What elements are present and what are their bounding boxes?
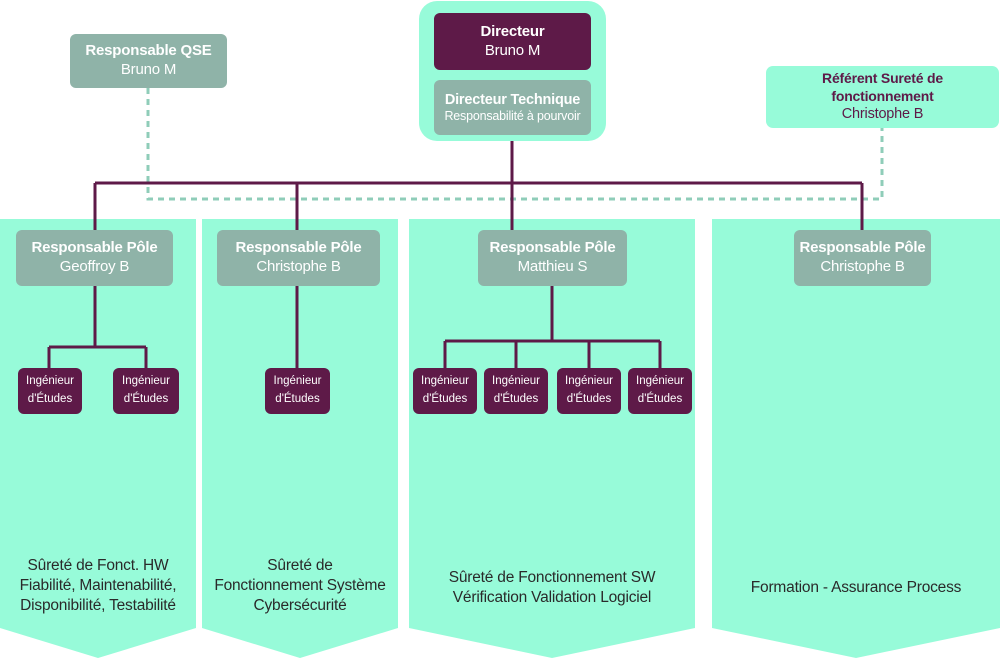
pole-head-3: Responsable Pôle Matthieu S [478, 230, 627, 286]
qse-box: Responsable QSE Bruno M [70, 34, 227, 88]
engineer-box: Ingénieur d'Études [265, 368, 330, 414]
engineer-label-line1: Ingénieur [565, 375, 613, 388]
pole-head-name: Geoffroy B [59, 258, 130, 275]
engineer-label-line1: Ingénieur [122, 375, 170, 388]
qse-name: Bruno M [120, 61, 177, 78]
pole-head-title: Responsable Pôle [235, 239, 362, 257]
engineer-label-line2: d'Études [27, 393, 73, 405]
referent-title-line1: Référent Sureté de [822, 70, 943, 87]
referent-box: Référent Sureté de fonctionnement Christ… [766, 66, 999, 128]
engineer-label-line2: d'Études [422, 393, 468, 405]
pole-panel-4 [712, 219, 1000, 658]
pole-head-2: Responsable Pôle Christophe B [217, 230, 380, 286]
engineer-label-line1: Ingénieur [421, 375, 469, 388]
engineer-box: Ingénieur d'Études [413, 368, 477, 414]
pole-description-4: Formation - Assurance Process [750, 579, 962, 596]
pole-head-title: Responsable Pôle [489, 239, 616, 257]
engineer-label-line2: d'Études [566, 393, 612, 405]
engineer-label-line2: d'Études [493, 393, 539, 405]
engineer-label-line1: Ingénieur [492, 375, 540, 388]
tech-director-box: Directeur Technique Responsabilité à pou… [434, 80, 591, 135]
engineer-box: Ingénieur d'Études [113, 368, 179, 414]
pole-description-1: Sûreté de Fonct. HW Fiabilité, Maintenab… [19, 557, 177, 615]
pole-head-name: Matthieu S [517, 258, 588, 275]
engineer-box: Ingénieur d'Études [484, 368, 548, 414]
pole-head-title: Responsable Pôle [31, 239, 158, 257]
engineer-label-line2: d'Études [275, 393, 320, 405]
pole-head-1: Responsable Pôle Geoffroy B [16, 230, 173, 286]
pole-description-2: Sûreté de Fonctionnement Système Cybersé… [214, 557, 386, 615]
qse-title: Responsable QSE [85, 42, 212, 60]
director-box: Directeur Bruno M [434, 13, 591, 70]
pole-panel-2 [202, 219, 398, 658]
engineer-label-line1: Ingénieur [273, 375, 322, 388]
referent-title-line2: fonctionnement [831, 87, 934, 104]
engineer-label-line1: Ingénieur [26, 375, 74, 388]
pole-head-name: Christophe B [820, 258, 905, 275]
qse-dotted-link [146, 88, 884, 201]
pole-panel-3 [409, 219, 695, 658]
director-title: Directeur [480, 22, 545, 40]
engineer-box: Ingénieur d'Études [18, 368, 82, 414]
engineer-box: Ingénieur d'Études [557, 368, 621, 414]
pole-panel-1 [0, 219, 196, 658]
tech-director-title: Directeur Technique [444, 91, 581, 108]
pole-head-name: Christophe B [256, 258, 341, 275]
engineer-label-line2: d'Études [637, 393, 683, 405]
referent-name: Christophe B [841, 106, 924, 123]
engineer-label-line2: d'Études [123, 393, 169, 405]
pole-description-3: Sûreté de Fonctionnement SW Vérification… [448, 569, 656, 607]
tech-director-name: Responsabilité à pourvoir [444, 108, 581, 123]
pole-head-4: Responsable Pôle Christophe B [794, 230, 931, 286]
engineer-label-line1: Ingénieur [636, 375, 684, 388]
director-name: Bruno M [484, 41, 541, 59]
engineer-box: Ingénieur d'Études [628, 368, 692, 414]
pole-head-title: Responsable Pôle [799, 239, 926, 257]
